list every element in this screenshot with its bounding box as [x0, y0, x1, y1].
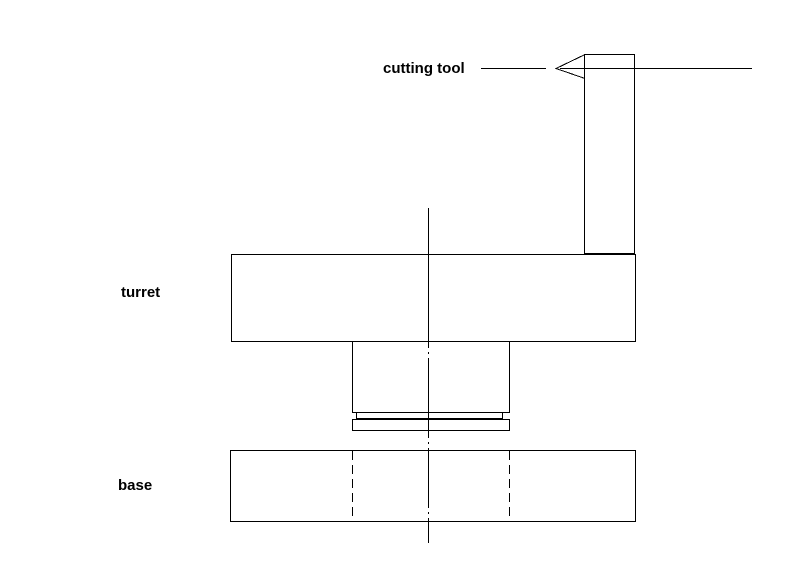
turret-block [231, 254, 636, 342]
flange-plate [352, 419, 510, 431]
tool-holder [584, 54, 635, 254]
turret-neck [352, 341, 510, 413]
cutting-tool-label: cutting tool [383, 60, 465, 77]
base-block [230, 450, 636, 522]
turret-label: turret [121, 284, 161, 301]
cutting-tool-tip [554, 54, 586, 79]
base-label: base [118, 477, 153, 494]
neck-step [356, 412, 503, 419]
